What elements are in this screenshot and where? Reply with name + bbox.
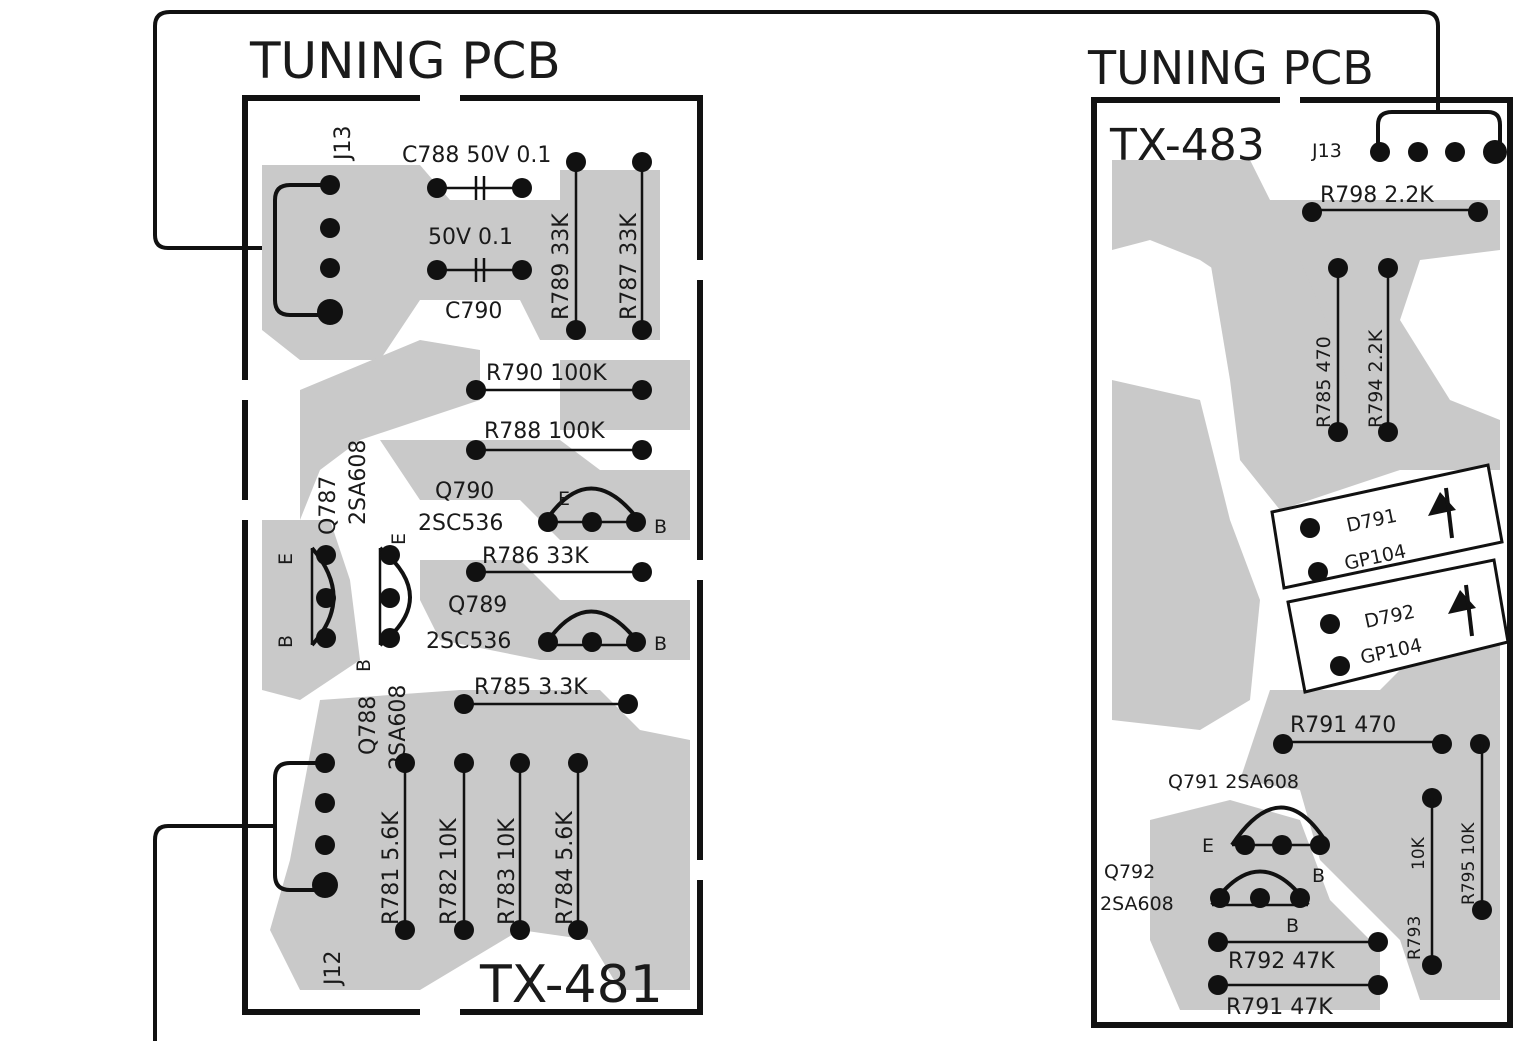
right-q791-label: Q791 2SA608 bbox=[1168, 771, 1299, 793]
right-q791-e-label: E bbox=[1202, 835, 1214, 857]
left-q789-type: 2SC536 bbox=[426, 629, 511, 654]
left-q790-type: 2SC536 bbox=[418, 511, 503, 536]
interconnect-wire-top bbox=[153, 10, 1440, 250]
left-j12-connector: J12 bbox=[273, 753, 346, 987]
left-r787-resistor: R787 33K bbox=[617, 152, 652, 340]
left-r785-label: R785 3.3K bbox=[474, 675, 588, 700]
right-j13-connector: J13 bbox=[1311, 110, 1507, 164]
left-r784-label: R784 5.6K bbox=[553, 811, 578, 925]
left-q789-name: Q789 bbox=[448, 593, 507, 618]
right-r785-resistor: R785 470 bbox=[1313, 258, 1348, 442]
right-r792-resistor: R792 47K bbox=[1208, 932, 1388, 974]
right-r798-resistor: R798 2.2K bbox=[1302, 183, 1488, 222]
left-q787-name: Q787 bbox=[316, 476, 341, 535]
left-c788-label: C788 50V 0.1 bbox=[402, 143, 551, 168]
left-c790-rating: 50V 0.1 bbox=[428, 225, 513, 250]
left-c790-label: C790 bbox=[445, 299, 502, 324]
left-q787-b-label: B bbox=[275, 635, 297, 648]
right-d792-diode: D792 GP104 bbox=[1286, 558, 1510, 694]
left-q788-name: Q788 bbox=[356, 696, 381, 755]
left-board-id: TX-481 bbox=[479, 955, 663, 1015]
left-j12-label: J12 bbox=[321, 951, 346, 987]
right-r795-label: R795 10K bbox=[1459, 822, 1479, 905]
right-r793-label: R793 bbox=[1405, 916, 1425, 960]
right-q792-type: 2SA608 bbox=[1100, 893, 1174, 915]
left-q790-b-label: B bbox=[654, 516, 667, 538]
right-q792-transistor: Q792 2SA608 B bbox=[1100, 861, 1310, 937]
left-r783-resistor: R783 10K bbox=[495, 753, 530, 940]
left-r786-resistor: R786 33K bbox=[466, 544, 652, 582]
right-r798-label: R798 2.2K bbox=[1320, 183, 1434, 208]
right-r794-resistor: R794 2.2K bbox=[1365, 258, 1398, 442]
left-r785-resistor: R785 3.3K bbox=[454, 675, 638, 714]
right-r791-bottom-label: R791 47K bbox=[1226, 995, 1333, 1020]
right-board-title: TUNING PCB bbox=[1087, 41, 1374, 95]
right-q791-transistor: Q791 2SA608 E B bbox=[1168, 771, 1330, 887]
left-q790-e-label: E bbox=[558, 488, 570, 510]
right-q791-b-label: B bbox=[1312, 865, 1325, 887]
right-j13-label: J13 bbox=[1311, 140, 1342, 162]
left-board-title: TUNING PCB bbox=[249, 32, 561, 90]
left-q788-b-label: B bbox=[353, 659, 375, 672]
left-board: TUNING PCB J13 J12 C788 50V 0.1 bbox=[242, 32, 703, 1015]
right-10k-label: 10K bbox=[1409, 836, 1429, 870]
right-board-frame bbox=[1091, 97, 1513, 1028]
left-q787-e-label: E bbox=[275, 553, 297, 565]
left-r790-label: R790 100K bbox=[486, 361, 607, 386]
left-r784-resistor: R784 5.6K bbox=[553, 753, 588, 940]
interconnect-wire-bottom bbox=[153, 824, 275, 1041]
left-q787-transistor: Q787 2SA608 E B bbox=[275, 440, 371, 648]
left-r782-label: R782 10K bbox=[437, 818, 462, 925]
right-10k-resistor: 10K bbox=[1409, 798, 1442, 975]
right-board-id: TX-483 bbox=[1109, 120, 1265, 171]
left-c790-capacitor: 50V 0.1 C790 bbox=[427, 225, 532, 324]
right-r791-top-label: R791 470 bbox=[1290, 713, 1396, 738]
left-q790-name: Q790 bbox=[435, 479, 494, 504]
left-q787-type: 2SA608 bbox=[346, 440, 371, 525]
left-j13-label: J13 bbox=[331, 126, 356, 162]
right-d791-diode: D791 GP104 bbox=[1270, 463, 1504, 590]
left-j13-connector: J13 bbox=[273, 126, 356, 325]
left-r783-label: R783 10K bbox=[495, 818, 520, 925]
left-r788-resistor: R788 100K bbox=[466, 419, 652, 460]
left-board-frame bbox=[242, 95, 703, 1015]
right-board: TUNING PCB TX-483 J13 R798 2.2K R785 470 bbox=[1087, 41, 1513, 1028]
right-r792-label: R792 47K bbox=[1228, 949, 1335, 974]
right-r794-label: R794 2.2K bbox=[1365, 329, 1387, 428]
left-q790-transistor: Q790 2SC536 E B bbox=[418, 479, 667, 538]
right-r785-label: R785 470 bbox=[1313, 336, 1335, 428]
left-r782-resistor: R782 10K bbox=[437, 753, 474, 940]
left-r787-label: R787 33K bbox=[617, 213, 642, 320]
left-q788-e-label: E bbox=[388, 533, 410, 545]
left-q789-b-label: B bbox=[654, 633, 667, 655]
left-r790-resistor: R790 100K bbox=[466, 361, 652, 400]
left-r786-label: R786 33K bbox=[482, 544, 589, 569]
left-r781-label: R781 5.6K bbox=[379, 811, 404, 925]
left-r789-resistor: R789 33K bbox=[549, 152, 586, 340]
left-r781-resistor: R781 5.6K bbox=[379, 753, 415, 940]
left-r789-label: R789 33K bbox=[549, 213, 574, 320]
left-r788-label: R788 100K bbox=[484, 419, 605, 444]
left-c788-capacitor: C788 50V 0.1 bbox=[402, 143, 551, 200]
right-r795-resistor: R795 10K bbox=[1422, 744, 1492, 920]
right-q792-b-label: B bbox=[1286, 915, 1299, 937]
left-q789-transistor: Q789 2SC536 B bbox=[426, 593, 667, 655]
right-r791-bottom-resistor: R791 47K bbox=[1208, 975, 1388, 1020]
right-q792-name: Q792 bbox=[1104, 861, 1155, 883]
right-r791-top-resistor: R791 470 bbox=[1273, 713, 1490, 754]
